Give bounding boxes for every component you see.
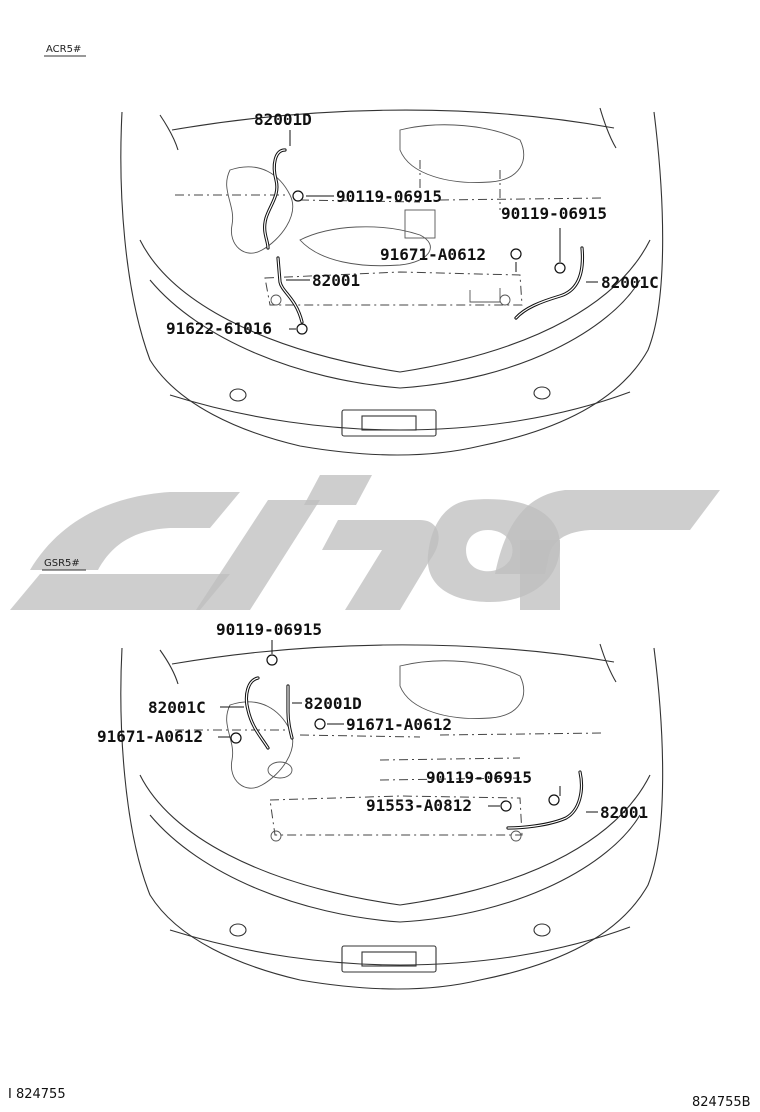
footer-illustration-code: 824755B bbox=[692, 1095, 751, 1110]
top-radiator-support bbox=[175, 194, 606, 203]
top-engine-block bbox=[226, 166, 294, 254]
top-variant-label: ACR5# bbox=[46, 44, 81, 55]
top-harness-82001c bbox=[514, 246, 585, 320]
top-label-90119-06915-b: 90119-06915 bbox=[501, 204, 607, 223]
top-engine-bay-view: ACR5# bbox=[44, 44, 664, 456]
top-license-plate bbox=[341, 409, 437, 437]
bottom-hood-edge bbox=[171, 644, 615, 665]
top-label-91622-61016: 91622-61016 bbox=[166, 319, 272, 338]
top-fog-light-right bbox=[533, 386, 551, 400]
bottom-label-91671-a0612-a: 91671-A0612 bbox=[346, 715, 452, 734]
top-hood-edge bbox=[171, 109, 615, 131]
bottom-label-90119-06915-a: 90119-06915 bbox=[216, 620, 322, 639]
top-label-90119-06915-a: 90119-06915 bbox=[336, 187, 442, 206]
bottom-fog-light-right bbox=[533, 923, 551, 937]
footer-illustration-id: I 824755 bbox=[8, 1087, 66, 1102]
bottom-engine-bay-view: GSR5# bbox=[42, 558, 664, 990]
bottom-label-82001: 82001 bbox=[600, 803, 648, 822]
bottom-label-91553-a0812: 91553-A0812 bbox=[366, 796, 472, 815]
watermark-logo bbox=[10, 475, 720, 610]
bottom-label-82001c: 82001C bbox=[148, 698, 206, 717]
top-label-82001: 82001 bbox=[312, 271, 360, 290]
top-fog-light-left bbox=[229, 388, 247, 402]
bottom-bolt-90119-a bbox=[266, 654, 278, 666]
bottom-bolt-91671-a bbox=[314, 718, 326, 730]
top-label-91671-a0612: 91671-A0612 bbox=[380, 245, 486, 264]
bottom-harness-82001c bbox=[244, 676, 270, 750]
bottom-bolt-91553 bbox=[500, 800, 512, 812]
bottom-radiator-support bbox=[175, 729, 606, 738]
top-bolt-91671 bbox=[510, 248, 522, 260]
bottom-bolt-91671-b bbox=[230, 732, 242, 744]
top-label-82001c: 82001C bbox=[601, 273, 659, 292]
top-bolt-90119-a bbox=[292, 190, 304, 202]
bottom-bolt-90119-b bbox=[548, 794, 560, 806]
top-bolt-90119-b bbox=[554, 262, 566, 274]
bottom-engine-block bbox=[226, 701, 294, 789]
bottom-fog-light-left bbox=[229, 923, 247, 937]
bottom-body-outline bbox=[120, 647, 664, 990]
top-bolt-91622 bbox=[296, 323, 308, 335]
bottom-label-91671-a0612-b: 91671-A0612 bbox=[97, 727, 203, 746]
bottom-label-90119-06915-b: 90119-06915 bbox=[426, 768, 532, 787]
bottom-label-82001d: 82001D bbox=[304, 694, 362, 713]
bottom-variant-label: GSR5# bbox=[44, 558, 80, 569]
bottom-license-plate bbox=[341, 945, 437, 973]
bottom-bumper-line bbox=[139, 774, 651, 906]
top-bumper-line bbox=[139, 239, 651, 373]
top-body-outline bbox=[120, 111, 664, 456]
top-label-82001d: 82001D bbox=[254, 110, 312, 129]
